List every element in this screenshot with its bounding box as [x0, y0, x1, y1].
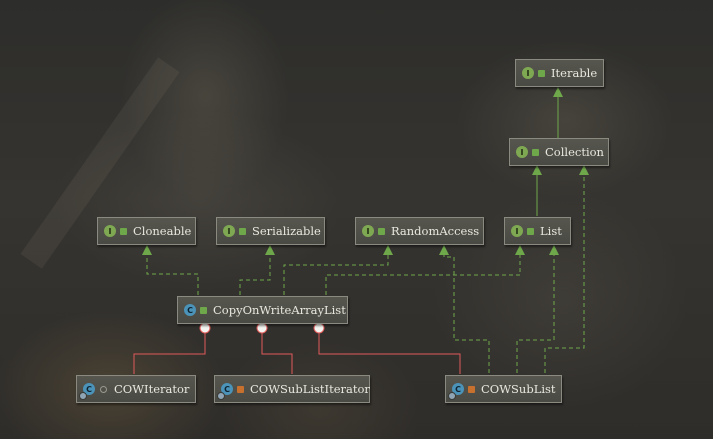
node-randomaccess[interactable]: I RandomAccess	[355, 217, 484, 245]
inner-class-icon	[217, 392, 225, 400]
public-visibility-icon	[538, 69, 545, 77]
relation-cowsublist-implements-list	[516, 245, 559, 373]
inner-class-anchor-cowsublist	[313, 322, 325, 334]
public-visibility-icon	[239, 227, 246, 235]
private-lock-icon	[468, 385, 475, 393]
node-label: Serializable	[252, 224, 321, 238]
node-cowiterator[interactable]: C COWIterator	[76, 375, 196, 403]
public-visibility-icon	[378, 227, 385, 235]
node-cowsublist[interactable]: C COWSubList	[445, 375, 562, 403]
interface-icon: I	[223, 225, 235, 237]
relation-cowsublist-inner-of-cowarraylist	[318, 333, 461, 374]
node-cowarraylist[interactable]: C CopyOnWriteArrayList	[177, 296, 348, 324]
public-visibility-icon	[200, 306, 207, 314]
public-visibility-icon	[120, 227, 127, 235]
class-icon: C	[83, 383, 95, 395]
class-icon: C	[221, 383, 233, 395]
class-icon: C	[184, 304, 196, 316]
node-collection[interactable]: I Collection	[509, 138, 609, 166]
relation-cowarraylist-implements-randomaccess	[283, 245, 393, 295]
relation-cowiterator-inner-of-cowarraylist	[133, 333, 206, 374]
inner-class-icon	[79, 392, 87, 400]
node-cloneable[interactable]: I Cloneable	[97, 217, 196, 245]
relation-cowsublist-implements-collection	[544, 165, 589, 373]
package-private-visibility-icon	[100, 385, 107, 393]
interface-icon: I	[511, 225, 523, 237]
node-label: List	[540, 224, 562, 238]
inner-class-icon	[448, 392, 456, 400]
node-cowsublistiterator[interactable]: C COWSubListIterator	[214, 375, 370, 403]
node-label: COWSubList	[481, 382, 556, 396]
inner-class-anchor-cowiterator	[199, 322, 211, 334]
inner-class-anchor-cowsublistiterator	[256, 322, 268, 334]
interface-icon: I	[362, 225, 374, 237]
node-serializable[interactable]: I Serializable	[216, 217, 325, 245]
node-list[interactable]: I List	[504, 217, 571, 245]
node-label: Cloneable	[133, 224, 192, 238]
private-lock-icon	[237, 385, 244, 393]
node-label: COWIterator	[114, 382, 190, 396]
node-label: RandomAccess	[391, 224, 480, 238]
node-iterable[interactable]: I Iterable	[515, 59, 604, 87]
public-visibility-icon	[527, 227, 534, 235]
node-label: COWSubListIterator	[250, 382, 370, 396]
public-visibility-icon	[532, 148, 539, 156]
relation-cowarraylist-implements-cloneable	[142, 245, 199, 295]
relation-cowarraylist-implements-list	[325, 245, 525, 295]
interface-icon: I	[516, 146, 528, 158]
node-label: Collection	[545, 145, 604, 159]
class-icon: C	[452, 383, 464, 395]
interface-icon: I	[104, 225, 116, 237]
interface-icon: I	[522, 67, 534, 79]
relation-cowsublistiterator-inner-of-cowarraylist	[261, 333, 293, 374]
node-label: Iterable	[551, 66, 598, 80]
node-label: CopyOnWriteArrayList	[213, 303, 346, 317]
relation-cowarraylist-implements-serializable	[239, 245, 275, 295]
relation-cowsublist-implements-randomaccess	[439, 245, 490, 373]
